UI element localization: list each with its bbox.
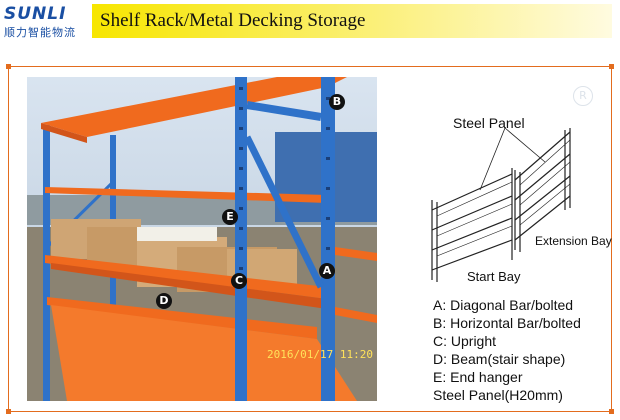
- frame-corner-bottom-left: [6, 409, 11, 414]
- rack-diagram: [431, 127, 571, 282]
- marker-d: D: [156, 293, 172, 309]
- component-legend: A: Diagonal Bar/bolted B: Horizontal Bar…: [433, 296, 613, 404]
- start-bay-label: Start Bay: [467, 269, 521, 284]
- logo-subtext: 顺力智能物流: [4, 26, 76, 39]
- legend-item-a: A: Diagonal Bar/bolted: [433, 297, 574, 313]
- marker-c: C: [231, 273, 247, 289]
- rack-photo: B E A C D 2016/01/17 11:20: [27, 77, 377, 401]
- rack-photo-drawing: [27, 77, 377, 401]
- registered-mark: R: [573, 86, 593, 106]
- page-title: Shelf Rack/Metal Decking Storage: [100, 10, 366, 31]
- steel-panel-callout: Steel Panel: [453, 115, 525, 131]
- marker-e: E: [222, 209, 238, 225]
- title-bar: Shelf Rack/Metal Decking Storage: [92, 4, 612, 38]
- legend-item-e: E: End hanger: [433, 369, 523, 385]
- logo-text: SUNLI: [4, 4, 67, 24]
- frame-corner-bottom-right: [609, 409, 614, 414]
- frame-corner-top-left: [6, 64, 11, 69]
- photo-timestamp: 2016/01/17 11:20: [267, 348, 373, 361]
- legend-item-b: B: Horizontal Bar/bolted: [433, 315, 581, 331]
- content-frame: [8, 66, 612, 412]
- legend-item-steel-panel: Steel Panel(H20mm): [433, 387, 563, 403]
- marker-a: A: [319, 263, 335, 279]
- company-logo: SUNLI 顺力智能物流: [4, 4, 80, 40]
- legend-item-d: D: Beam(stair shape): [433, 351, 566, 367]
- marker-b: B: [329, 94, 345, 110]
- extension-bay-label: Extension Bay: [535, 234, 612, 248]
- frame-corner-top-right: [609, 64, 614, 69]
- legend-item-c: C: Upright: [433, 333, 497, 349]
